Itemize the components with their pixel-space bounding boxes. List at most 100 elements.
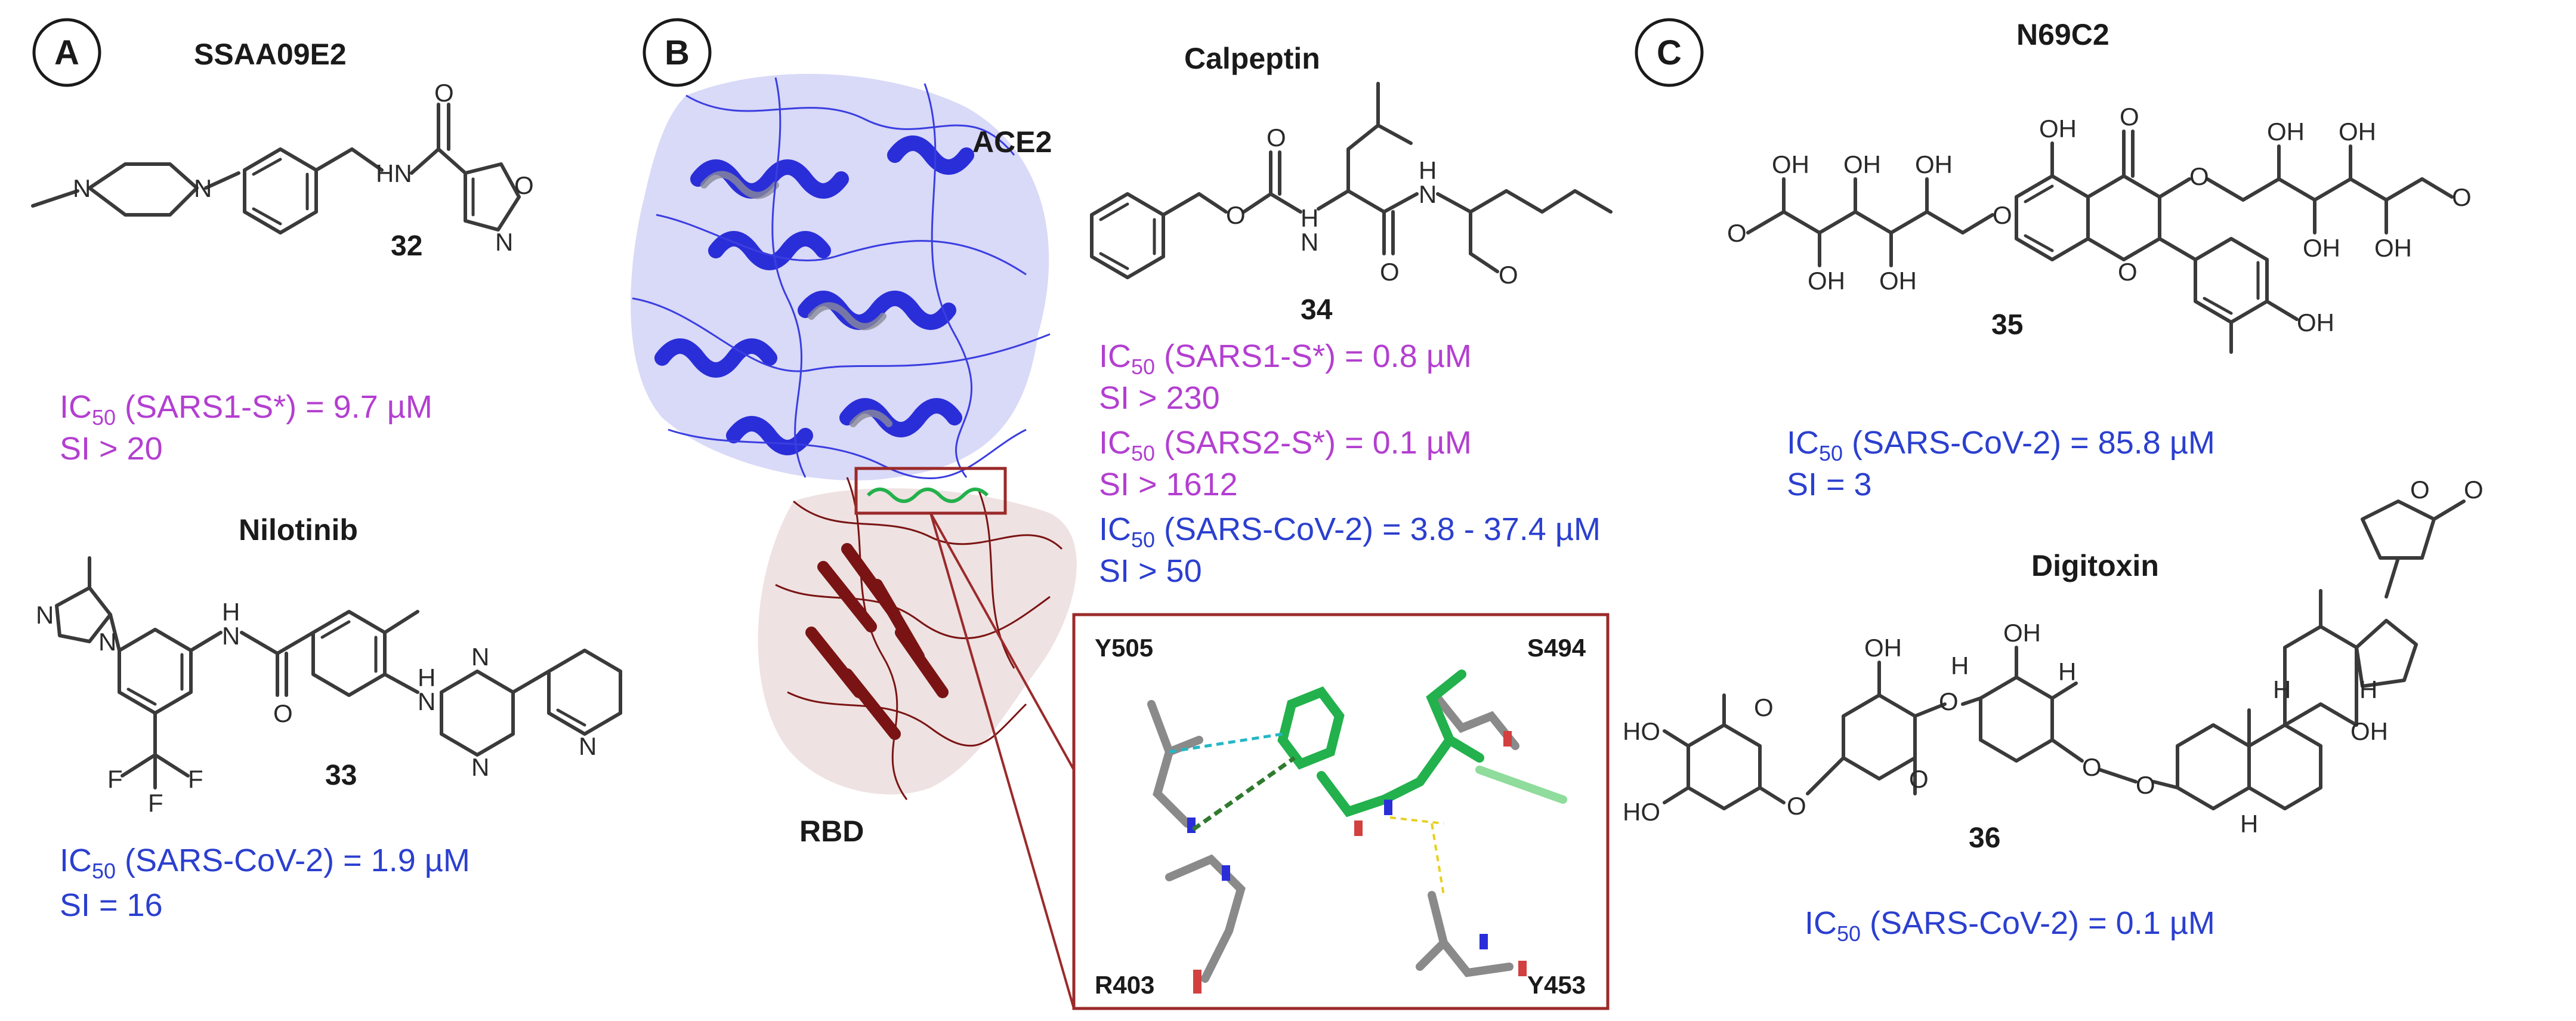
cpd33-atom-nh1-h: H [222,598,240,626]
cpd34-name: Calpeptin [1184,42,1320,75]
cpd34-atom-h1: H [1301,204,1318,232]
panel-b-circle [643,18,712,87]
cpd34-atom-o2: O [1267,124,1286,152]
cpd35-atom-o-link: O [1993,201,2012,229]
cpd34-line2: SI > 230 [1099,380,1220,416]
cpd32-atom-hn: HN [376,159,412,187]
cpd32-atom-n-ring: N [495,228,513,256]
cpd36-ic50: IC50 (SARS-CoV-2) = 0.1 µM [1805,905,2215,946]
cpd36-atom-o6: O [1909,765,1929,793]
rbd-ribbon [758,477,1077,800]
cpd33-atom-n-im2: N [98,628,116,656]
cpd36-atom-ho1: HO [1623,717,1660,745]
inset-residue-sticks [1147,670,1567,994]
cpd34-atom-h2: H [1419,156,1437,184]
cpd32-atom-n1: N [73,174,91,202]
cpd36-atom-ho2: HO [1623,798,1660,826]
cpd35-atom-oh7: OH [2267,118,2305,146]
cpd35-name: N69C2 [2016,18,2109,51]
panel-b: B [631,18,1613,1010]
cpd33-structure [55,556,622,789]
cpd35-atom-o-ald1: O [1727,219,1747,247]
cpd34-line3: IC50 (SARS2-S*) = 0.1 µM [1099,425,1472,465]
cpd34-atom-n1: N [1301,228,1318,256]
cpd32-atom-o: O [434,79,454,107]
cpd35-atom-oh6: OH [1915,150,1953,178]
cpd35-atom-oh8: OH [2339,118,2376,146]
cpd35-ic50: IC50 (SARS-CoV-2) = 85.8 µM [1787,425,2215,465]
cpd36-atom-o5: O [1754,693,1774,721]
cpd36-atom-h5: H [2359,675,2377,704]
panel-c: C N69C2 [1623,18,2484,946]
cpd36-atom-o-lac2: O [2464,476,2484,504]
cpd36-name: Digitoxin [2031,549,2159,582]
cpd34-atom-o3: O [1380,258,1400,286]
cpd36-atom-oh3: OH [2350,717,2388,745]
cpd33-atom-f1: F [107,765,123,793]
cpd33-atom-o: O [273,699,293,727]
cpd35-atom-o-keto: O [2120,103,2139,131]
residue-label-y505: Y505 [1095,634,1153,662]
cpd35-atom-oh4: OH [1808,267,1845,295]
cpd34-structure [1090,82,1613,279]
residue-label-y453: Y453 [1527,971,1586,999]
cpd35-atom-oh9: OH [2303,234,2340,262]
cpd36-atom-o4: O [2136,771,2155,799]
residue-label-r403: R403 [1095,971,1154,999]
panel-c-letter: C [1657,33,1682,72]
cpd35-si: SI = 3 [1787,467,1872,502]
residue-label-s494: S494 [1527,634,1586,662]
cpd35-atom-o-ring: O [2118,258,2138,286]
cpd32-structure [31,103,521,235]
cpd36-atom-o1: O [1787,792,1806,820]
cpd36-atom-h3: H [2273,675,2291,704]
cpd35-atom-oh10: OH [2374,234,2412,262]
panel-a-letter: A [54,33,79,72]
cpd34-atom-o1: O [1226,201,1246,229]
cpd36-atom-o3: O [2082,753,2102,781]
cpd35-atom-oh2: OH [1772,150,1809,178]
cpd35-atom-o-ether: O [2189,162,2209,190]
panel-a: A SSAA09E2 N N [31,18,622,923]
cpd34-line4: SI > 1612 [1099,467,1238,502]
cpd35-structure [1746,129,2454,354]
cpd36-atom-h1: H [2058,658,2076,686]
cpd33-name: Nilotinib [239,513,358,547]
cpd33-atom-n-pyr: N [579,732,597,760]
panel-b-letter: B [665,33,690,72]
cpd35-atom-oh3: OH [1843,150,1881,178]
cpd33-atom-f3: F [148,789,163,817]
cpd36-atom-o2: O [1939,687,1959,715]
cpd35-atom-oh5: OH [1879,267,1917,295]
cpd33-atom-f2: F [188,765,203,793]
cpd33-atom-n-py2: N [471,753,489,781]
cpd34-line5: IC50 (SARS-CoV-2) = 3.8 - 37.4 µM [1099,511,1601,552]
cpd36-structure [1663,499,2466,810]
cpd33-atom-nh2-n: N [418,687,435,715]
cpd33-atom-nh2-h: H [418,664,435,692]
cpd36-number: 36 [1969,822,2000,854]
panel-a-circle [32,18,101,87]
cpd35-atom-o-ald2: O [2452,183,2472,211]
cpd36-atom-h4: H [2240,810,2258,838]
ace2-ribbon [631,73,1051,481]
zoom-connector-1 [929,513,1075,770]
cpd34-line6: SI > 50 [1099,553,1202,589]
cpd33-atom-n-im1: N [36,601,54,629]
cpd32-si: SI > 20 [60,431,163,467]
cpd35-atom-oh11: OH [2297,309,2334,337]
cpd36-atom-oh2: OH [2003,619,2041,647]
cpd32-ic50: IC50 (SARS1-S*) = 9.7 µM [60,389,433,430]
cpd35-number: 35 [1991,309,2023,341]
cpd34-number: 34 [1301,294,1333,326]
cpd33-si: SI = 16 [60,887,163,923]
cpd33-atom-nh1-n: N [222,622,240,650]
cpd34-atom-n2: N [1419,180,1437,208]
cpd33-atom-n-py1: N [471,643,489,671]
cpd33-number: 33 [325,760,357,791]
zoom-inset [1072,613,1610,1010]
cpd36-atom-o-lac: O [2410,476,2430,504]
cpd33-ic50: IC50 (SARS-CoV-2) = 1.9 µM [60,843,470,883]
rbd-label: RBD [799,815,864,848]
